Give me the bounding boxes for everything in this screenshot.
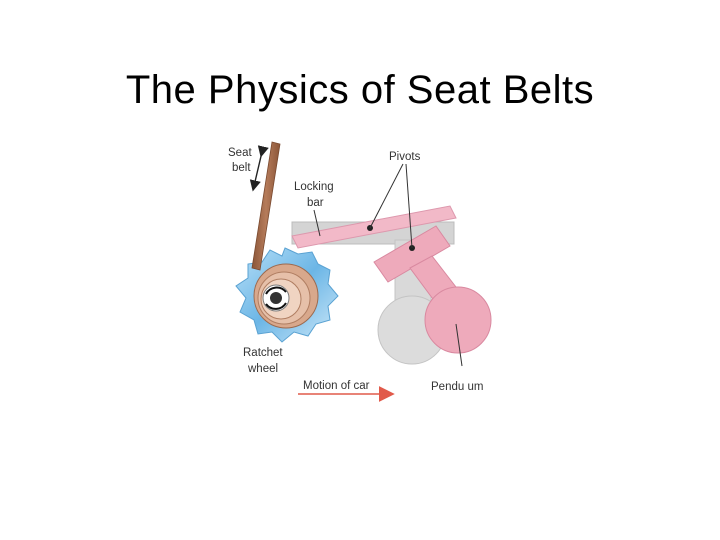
seat-belt-arrow: [249, 145, 269, 192]
label-seat-belt-line1: Seat: [228, 147, 252, 159]
ratchet-wheel: [235, 247, 339, 343]
label-locking-bar-line1: Locking: [294, 181, 334, 193]
leader-pendulum: [455, 323, 463, 367]
label-locking-bar-line2: bar: [307, 197, 324, 209]
slide-title: The Physics of Seat Belts: [125, 68, 595, 112]
label-seat-belt-line2: belt: [232, 162, 251, 174]
label-ratchet-wheel-line2: wheel: [247, 363, 278, 375]
leader-locking-bar: [313, 209, 321, 237]
label-pivots: Pivots: [389, 151, 421, 163]
leader-pivots-right: [405, 163, 413, 249]
label-ratchet-wheel-line1: Ratchet: [243, 347, 283, 359]
locking-bar: [291, 205, 457, 249]
pendulum: [373, 225, 492, 354]
seat-belt-strap: [251, 141, 281, 271]
label-pendulum: Pendu um: [431, 381, 483, 393]
leader-pivots-left: [369, 163, 404, 229]
label-motion-of-car: Motion of car: [303, 380, 370, 392]
